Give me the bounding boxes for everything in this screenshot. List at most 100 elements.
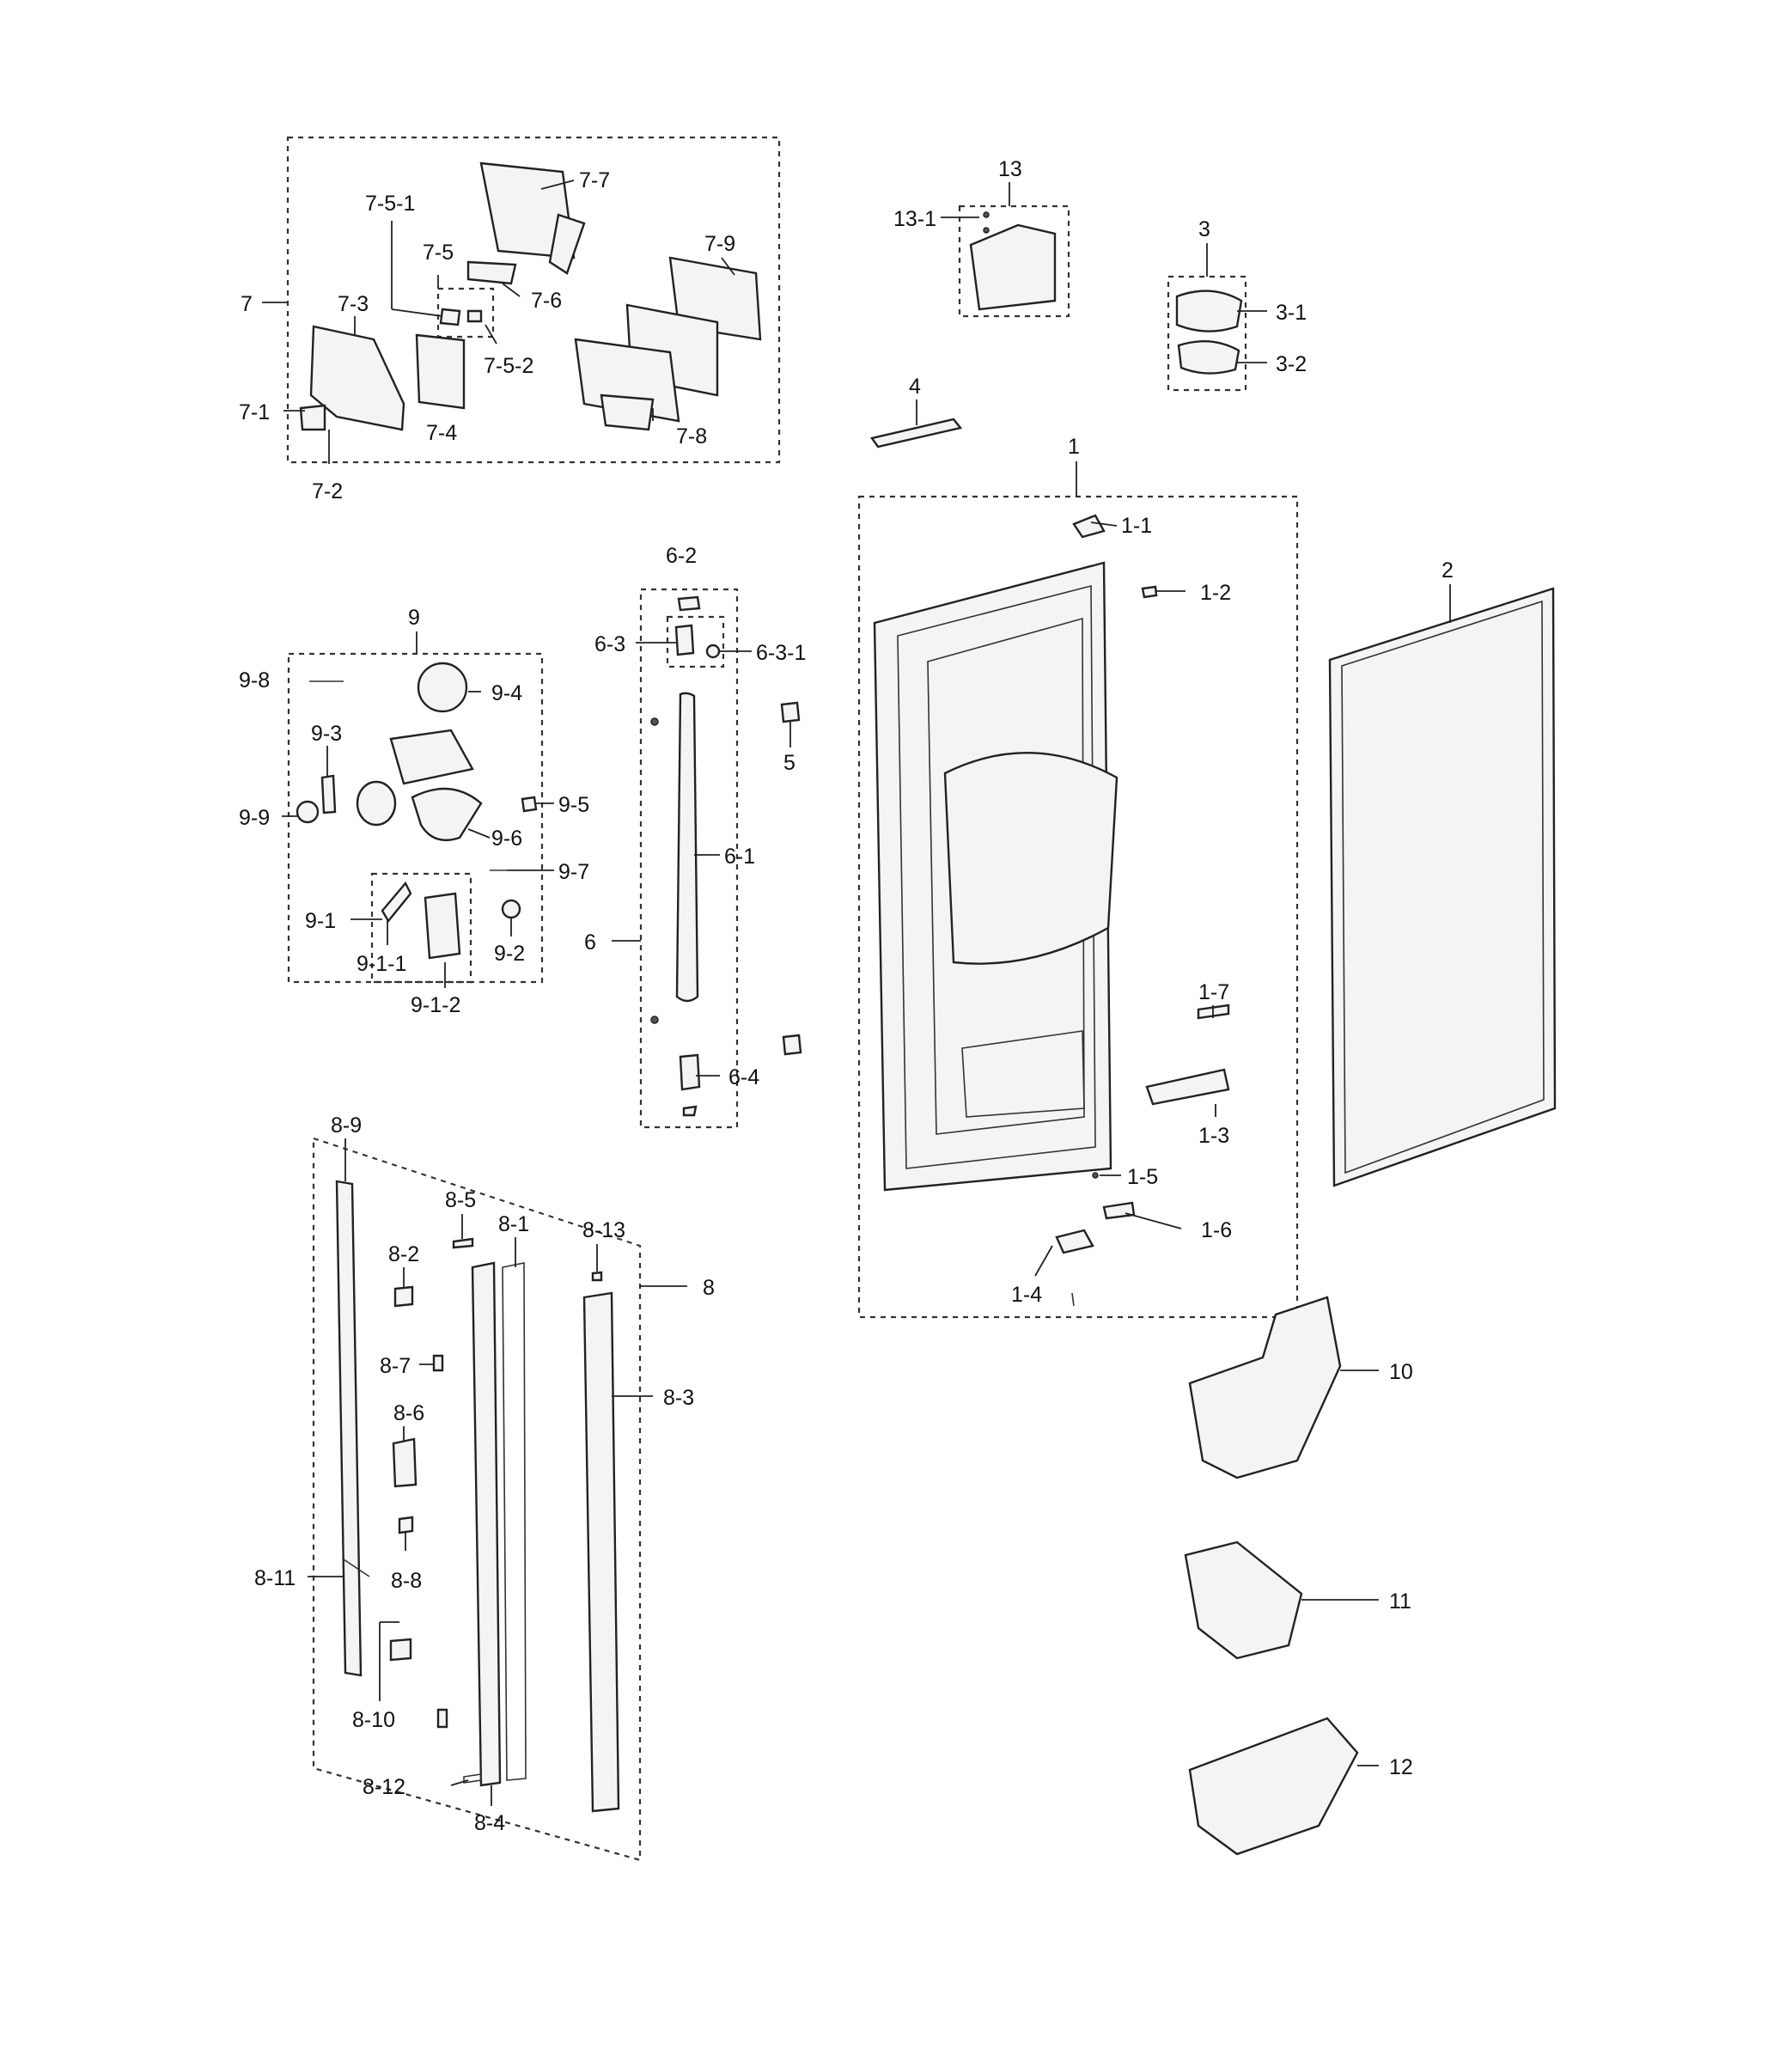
- label-9-1-2: 9-1-2: [411, 993, 460, 1017]
- label-7-6: 7-6: [531, 289, 562, 313]
- label-group-1: 1: [1068, 435, 1080, 459]
- part-10-bin: [1188, 1296, 1342, 1479]
- label-group-3: 3: [1198, 217, 1210, 241]
- part-7-5-1: [439, 308, 461, 326]
- label-group-6: 6: [584, 930, 596, 955]
- label-8-13: 8-13: [582, 1218, 625, 1242]
- part-4: [869, 418, 963, 448]
- part-1-6: [1102, 1201, 1136, 1220]
- label-group-8: 8: [703, 1276, 715, 1300]
- group-6-box: [639, 588, 739, 1129]
- part-7-6: [466, 260, 517, 285]
- door-inner-liner: [897, 584, 1096, 1169]
- label-9-1: 9-1: [305, 909, 336, 933]
- label-8-7: 8-7: [380, 1354, 411, 1378]
- part-3-2: [1177, 340, 1240, 375]
- label-8-12: 8-12: [363, 1775, 405, 1799]
- label-1-7: 1-7: [1198, 980, 1229, 1004]
- part-1-4: [1055, 1229, 1094, 1254]
- label-9-8: 9-8: [239, 668, 270, 692]
- label-group-10: 10: [1389, 1360, 1413, 1384]
- label-group-12: 12: [1389, 1755, 1413, 1779]
- part-6-3: [674, 624, 695, 656]
- label-8-3: 8-3: [663, 1386, 694, 1410]
- label-8-9: 8-9: [331, 1113, 362, 1138]
- label-6-3: 6-3: [594, 632, 625, 656]
- part-7-8-knob: [600, 393, 655, 431]
- label-7-5: 7-5: [423, 241, 454, 265]
- group-10: 10: [1188, 1296, 1413, 1479]
- part-6-screw-b: [650, 1016, 659, 1024]
- part-9-4: [417, 662, 468, 713]
- part-7-7-arm: [548, 213, 586, 275]
- label-1-6: 1-6: [1201, 1218, 1232, 1242]
- label-1-3: 1-3: [1198, 1124, 1229, 1148]
- group-12: 12: [1188, 1717, 1413, 1856]
- label-8-4: 8-4: [474, 1811, 505, 1835]
- part-9-1-2: [424, 892, 461, 960]
- label-9-4: 9-4: [491, 681, 522, 705]
- part-7-5-2: [466, 309, 483, 323]
- label-group-11: 11: [1389, 1589, 1411, 1614]
- part-2-gasket-inner: [1341, 600, 1545, 1174]
- part-8-8: [398, 1516, 414, 1534]
- door-inner-panel: [927, 617, 1085, 1135]
- part-13-screw-b: [983, 227, 990, 234]
- part-8-7: [432, 1354, 444, 1372]
- label-group-5: 5: [783, 751, 795, 775]
- label-8-6: 8-6: [393, 1401, 424, 1425]
- label-1-2: 1-2: [1200, 581, 1231, 605]
- label-7-1: 7-1: [239, 400, 270, 424]
- part-6-4-clip: [682, 1105, 698, 1117]
- leader-1-6: [1125, 1212, 1182, 1229]
- part-6-1: [675, 692, 699, 1003]
- part-9-1-1: [381, 881, 412, 924]
- label-9-6: 9-6: [491, 827, 522, 851]
- label-9-1-1: 9-1-1: [357, 952, 406, 976]
- group-11: 11: [1184, 1540, 1411, 1660]
- label-6-3-1: 6-3-1: [756, 641, 806, 665]
- leader-7-6: [502, 283, 521, 297]
- part-8-2: [393, 1285, 414, 1308]
- group-13: 13 13-1: [893, 157, 1070, 318]
- part-8-3: [582, 1291, 620, 1813]
- label-group-2: 2: [1442, 558, 1454, 583]
- part-7-3: [309, 325, 405, 431]
- label-7-5-1: 7-5-1: [365, 192, 415, 216]
- part-7-1: [299, 404, 326, 431]
- label-7-3: 7-3: [338, 292, 369, 316]
- label-9-3: 9-3: [311, 722, 342, 746]
- part-8-1: [502, 1262, 527, 1781]
- label-8-2: 8-2: [388, 1242, 419, 1266]
- group-1: 1 1-1 1-2 1-7 1-3 1-5 1-6 1-4: [857, 435, 1299, 1319]
- label-7-9: 7-9: [704, 232, 735, 256]
- group-3: 3 3-1 3-2: [1167, 217, 1307, 392]
- part-9-9: [296, 800, 320, 824]
- label-8-11: 8-11: [254, 1566, 296, 1590]
- part-9-cam: [356, 780, 397, 827]
- part-8-13: [591, 1271, 603, 1282]
- part-2-gasket: [1328, 587, 1557, 1187]
- part-1-3: [1145, 1068, 1230, 1106]
- part-8-6: [392, 1437, 418, 1488]
- label-7-7: 7-7: [579, 168, 610, 192]
- leader-1-1: [1090, 522, 1118, 527]
- group-3-box: [1167, 275, 1247, 392]
- group-8-box: [312, 1137, 642, 1862]
- dispenser-housing: [943, 752, 1118, 965]
- part-5-upper: [780, 701, 801, 723]
- part-1-5: [1092, 1172, 1099, 1179]
- door-lower-pocket: [961, 1030, 1085, 1118]
- label-1-5: 1-5: [1127, 1165, 1158, 1189]
- part-8-clip: [436, 1708, 448, 1729]
- label-6-1: 6-1: [724, 845, 755, 869]
- part-9-2: [501, 899, 521, 919]
- part-8-4: [471, 1261, 502, 1787]
- group-13-box: [958, 204, 1070, 318]
- part-3-1: [1175, 290, 1243, 332]
- leader-7-5-2: [485, 324, 497, 345]
- label-9-9: 9-9: [239, 806, 270, 830]
- part-8-9: [335, 1180, 363, 1677]
- group-7-box: [286, 136, 781, 464]
